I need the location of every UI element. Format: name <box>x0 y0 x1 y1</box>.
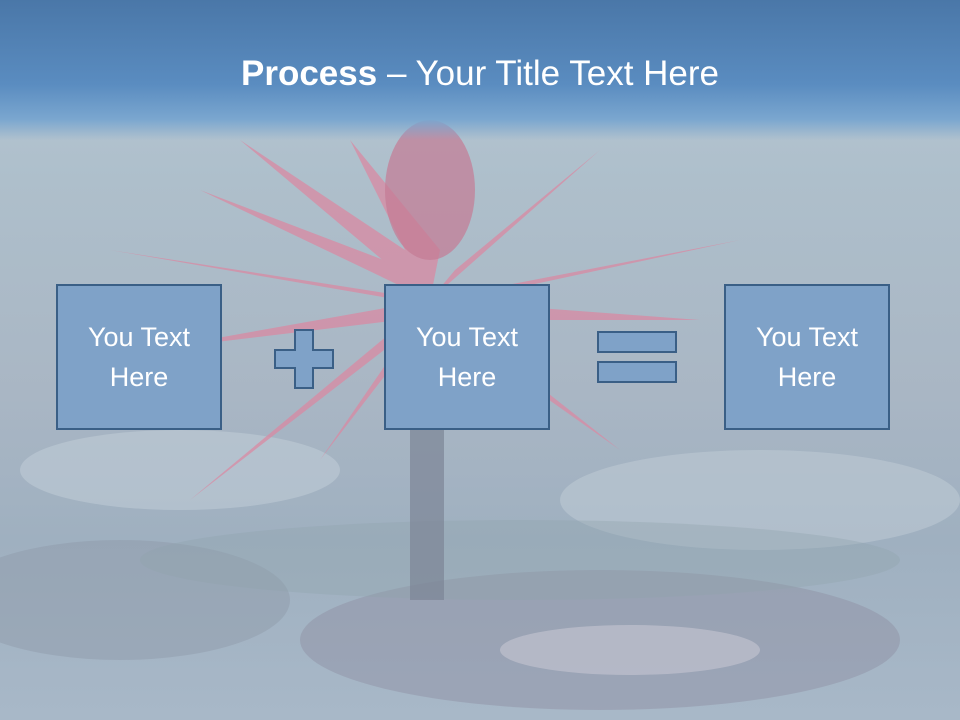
plus-icon <box>273 328 335 390</box>
title-rest: – Your Title Text Here <box>377 54 719 93</box>
title-band <box>0 0 960 140</box>
process-box-2[interactable]: You Text Here <box>384 284 550 430</box>
equals-icon <box>596 330 678 386</box>
process-box-3[interactable]: You Text Here <box>724 284 890 430</box>
process-box-1[interactable]: You Text Here <box>56 284 222 430</box>
slide-title[interactable]: Process – Your Title Text Here <box>0 52 960 96</box>
title-bold: Process <box>241 54 378 93</box>
